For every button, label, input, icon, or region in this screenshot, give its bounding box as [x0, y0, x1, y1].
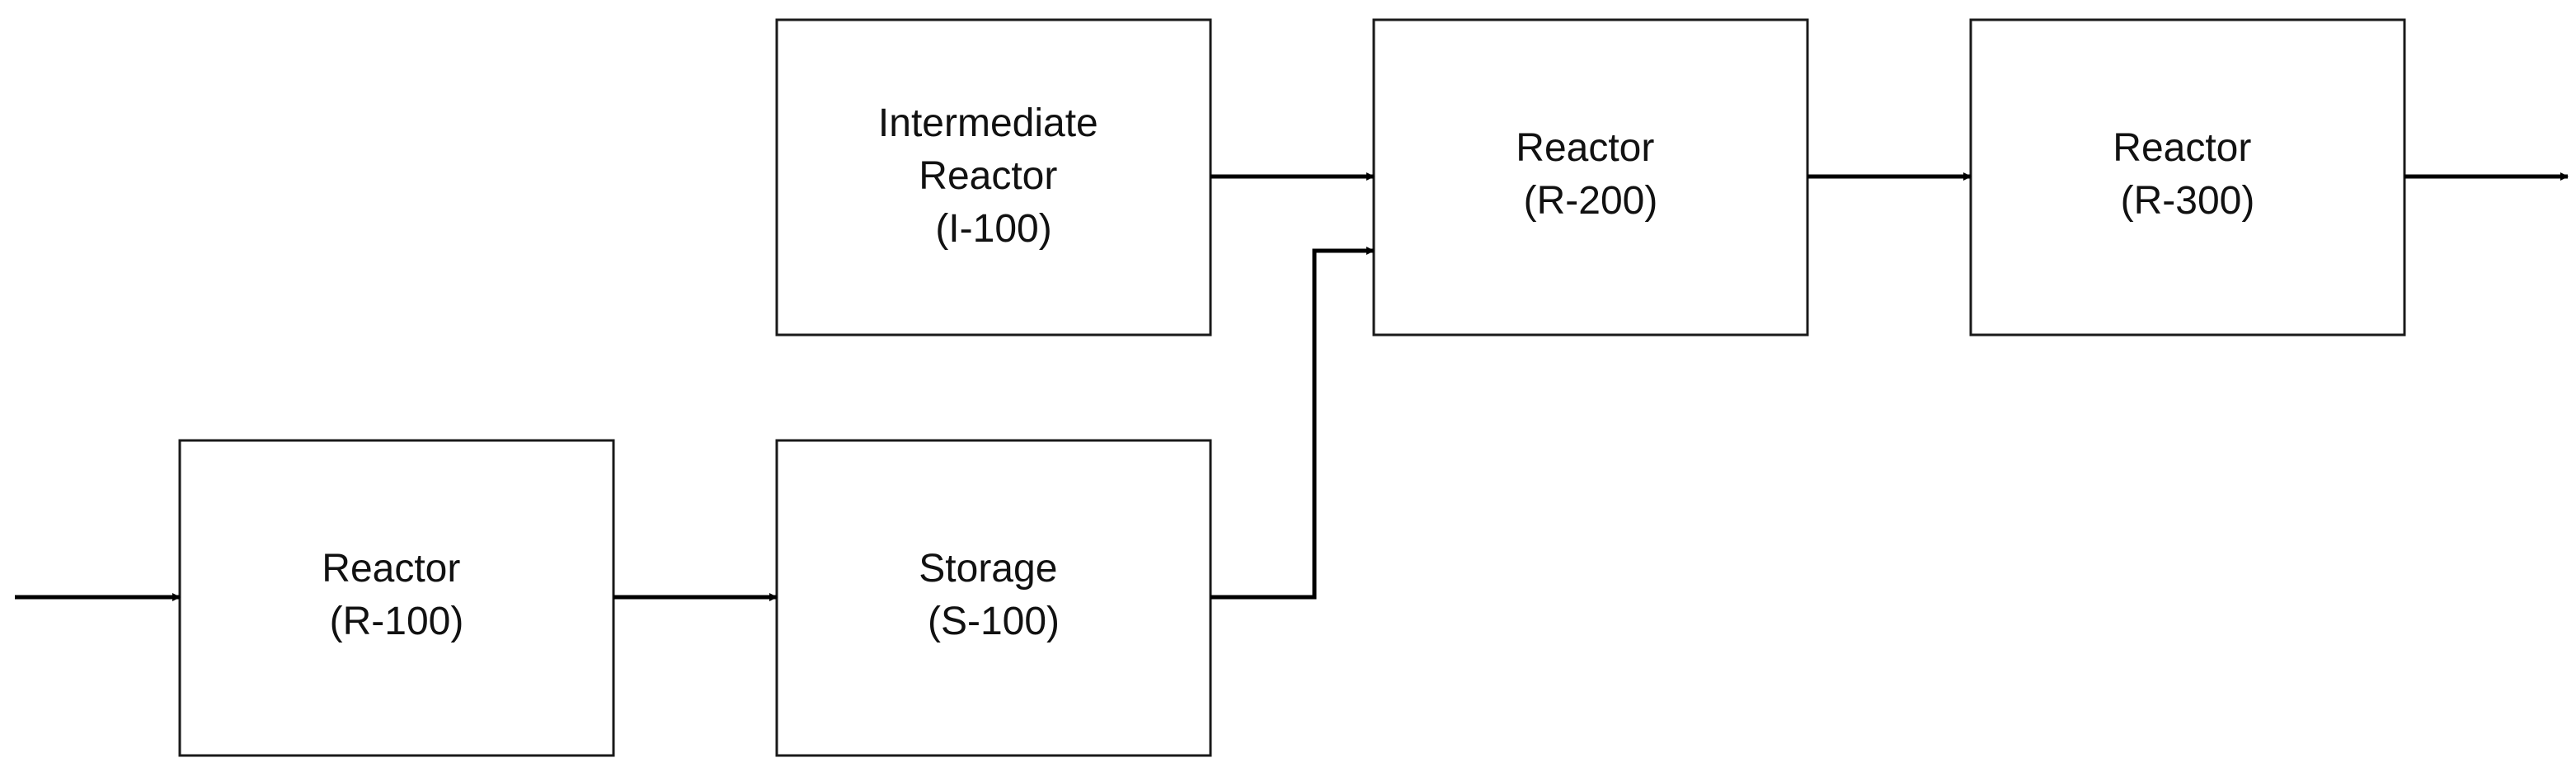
block-label: Intermediate Reactor (I-100)	[878, 101, 1109, 251]
block-intermediate-reactor-i100[interactable]: Intermediate Reactor (I-100)	[775, 18, 1212, 337]
block-label: Reactor (R-100)	[322, 547, 471, 643]
block-label: Reactor (R-300)	[2113, 126, 2262, 223]
block-label: Storage (S-100)	[919, 547, 1068, 643]
block-reactor-r300[interactable]: Reactor (R-300)	[1969, 18, 2406, 337]
block-label: Reactor (R-200)	[1516, 126, 1665, 223]
s100-to-r200-arrow	[1210, 247, 1375, 600]
block-reactor-r100[interactable]: Reactor (R-100)	[178, 439, 615, 757]
block-storage-s100[interactable]: Storage (S-100)	[775, 439, 1212, 757]
block-reactor-r200[interactable]: Reactor (R-200)	[1372, 18, 1809, 337]
